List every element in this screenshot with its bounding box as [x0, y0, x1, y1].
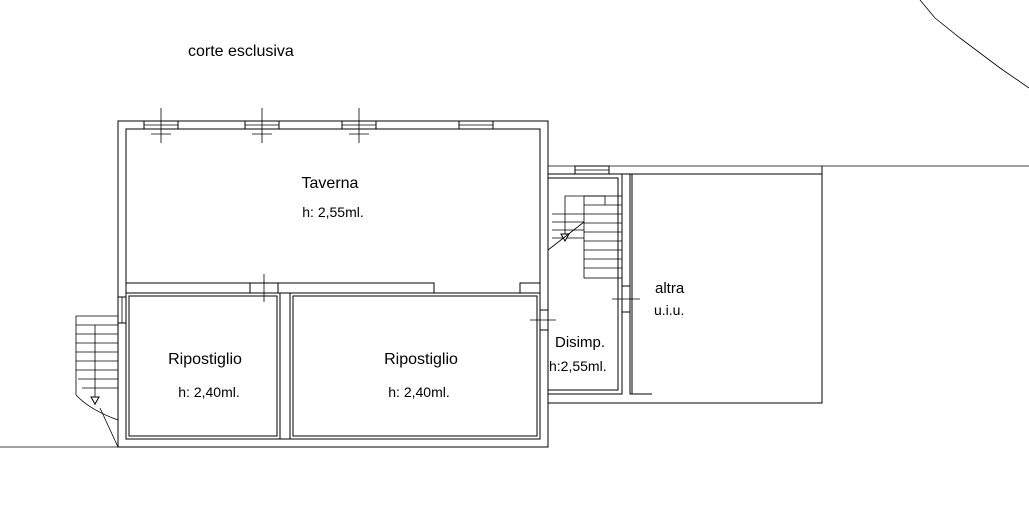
disimpegno-walls [530, 165, 623, 447]
door-taverna-ripostiglio [249, 274, 279, 302]
windows-top [143, 108, 494, 143]
corte-esclusiva-label: corte esclusiva [188, 43, 294, 60]
adjacent-unit-walls [548, 166, 823, 404]
ripostiglio-2-height: h: 2,40ml. [388, 384, 449, 400]
uiu-label: u.i.u. [654, 302, 684, 318]
internal-stair [547, 195, 623, 279]
disimpegno-height: h:2,55ml. [549, 358, 607, 374]
taverna-name: Taverna [302, 175, 359, 192]
taverna-partition-wall [125, 282, 541, 294]
ripostiglio-1-name: Ripostiglio [168, 351, 242, 368]
taverna-height: h: 2,55ml. [302, 204, 363, 220]
ripostiglio-walls [125, 292, 541, 440]
altra-label: altra [655, 280, 685, 297]
external-stair-left [75, 296, 127, 448]
disimpegno-name: Disimp. [555, 334, 605, 351]
ripostiglio-2-name: Ripostiglio [384, 351, 458, 368]
ripostiglio-1-height: h: 2,40ml. [178, 384, 239, 400]
terrain-lines [0, 0, 1029, 448]
